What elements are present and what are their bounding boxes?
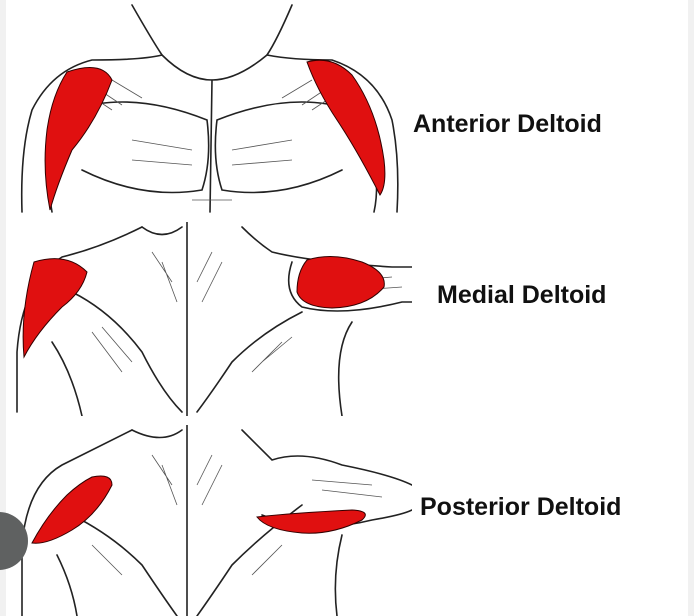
medial-deltoid-left (22, 258, 88, 359)
right-border (688, 0, 694, 616)
medial-deltoid-illustration (16, 222, 412, 416)
anterior-deltoid-label: Anterior Deltoid (413, 110, 602, 138)
posterior-deltoid-label: Posterior Deltoid (420, 493, 622, 521)
medial-deltoid-right (296, 256, 385, 309)
left-border (0, 0, 6, 616)
anterior-deltoid-illustration (20, 4, 399, 213)
anterior-deltoid-right (306, 59, 386, 196)
posterior-deltoid-illustration (21, 425, 412, 616)
medial-deltoid-label: Medial Deltoid (437, 281, 607, 309)
posterior-deltoid-right (256, 509, 366, 534)
anterior-deltoid-left (44, 67, 113, 211)
posterior-deltoid-left (31, 475, 113, 544)
